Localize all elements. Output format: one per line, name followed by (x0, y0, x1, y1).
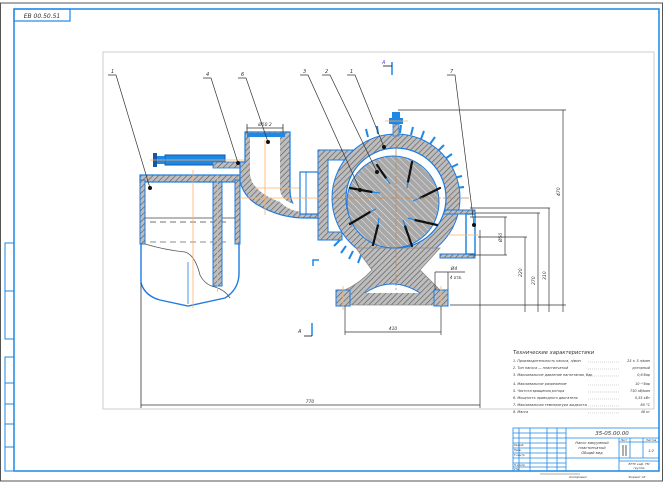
title-block-text: 35-05.00.00 Насос вакуумный пластинчатый… (514, 431, 657, 479)
tech-spec-value: роторный (631, 366, 650, 370)
tech-spec-label: 7. Максимальная температура жидкости (513, 403, 588, 407)
callout-2: 2 (325, 69, 328, 75)
callout-1: 1 (111, 69, 114, 75)
tech-spec-value: 60 °С (641, 403, 651, 407)
corner-mark (312, 259, 319, 266)
dim-height-2: 270 (531, 276, 537, 285)
tech-spec-label: 5. Частота вращения ротора (513, 389, 564, 393)
tech-spec-label: 4. Максимальное разрежение (513, 382, 567, 386)
dimension-texts: 470 310 270 220 Ø50 410 Ø4 4 отв. 770 (306, 187, 562, 405)
drawing-name-1: Насос вакуумный (575, 441, 609, 445)
row-tcontrol: Т.контр. (514, 453, 525, 457)
section-marker-top: А (381, 60, 393, 75)
title-block (512, 427, 660, 475)
tech-spec-label: 6. Мощность приводного двигателя (513, 396, 578, 400)
sheets-label: Листов (645, 438, 657, 442)
org-line-1: ВГТУ каф. ТМ (629, 462, 650, 466)
org-line-2: группа (633, 466, 644, 470)
row-checked: Пров. (514, 448, 522, 452)
tech-spec-value: 0,6 бар (637, 373, 650, 377)
view-area (102, 51, 655, 410)
inlet-elbow: Ø50 2 (239, 121, 321, 219)
callout-6: 6 (241, 72, 244, 78)
dim-height-total: 470 (556, 187, 562, 196)
tech-spec-value: 48 кг (641, 410, 650, 414)
scale: 1:2 (648, 449, 654, 453)
tech-spec-value: 0,55 кВт (635, 396, 651, 400)
stamp-box: ЕВ 00.50.51 (13, 8, 71, 22)
callout-dots (148, 140, 476, 227)
dimension-lines (141, 109, 566, 408)
dim-outlet-height: Ø50 (497, 233, 504, 243)
tech-spec-value: 25 ± 5 л/мин (627, 359, 651, 363)
tech-spec-title: Технические характеристики (513, 350, 595, 356)
section-label-top: А (381, 60, 386, 66)
dim-hole-count: 4 отв. (450, 275, 462, 280)
drawing-name-2: пластинчатый (578, 446, 606, 450)
tech-spec-value: 10⁻³ бар (635, 382, 650, 386)
dim-flange-width: Ø50 2 (257, 121, 272, 128)
drawing-frame (13, 8, 660, 472)
tech-spec-label: 1. Производительность насоса, л/мин (513, 359, 582, 363)
pump-body (240, 112, 478, 310)
callout-7: 7 (450, 69, 454, 75)
left-margin-boxes (4, 242, 15, 472)
callout-3: 3 (303, 69, 306, 75)
callout-leaders (108, 74, 475, 226)
stamp-code: ЕВ 00.50.51 (24, 13, 61, 20)
dim-height-3: 310 (542, 271, 548, 280)
section-label-bottom: А (297, 329, 302, 335)
dim-height-1: 220 (518, 268, 524, 277)
callout-numbers: 1 4 6 3 2 1 7 (111, 69, 454, 78)
tech-spec-label: 3. Максимальное давление нагнетания, бар (513, 373, 592, 377)
row-ncontrol: Н.контр. (514, 463, 526, 467)
tech-spec-label: 8. Масса (513, 410, 528, 414)
sheet-label: Лист (619, 438, 627, 442)
dim-base-width: 410 (389, 326, 398, 332)
tech-spec: Технические характеристики 1. Производит… (513, 350, 651, 414)
format-label: Формат А3 (628, 475, 645, 479)
copied-label: Копировал (569, 475, 586, 479)
section-marker-bottom: А (297, 323, 313, 337)
callout-1b: 1 (350, 69, 353, 75)
dim-hole: Ø4 (450, 265, 458, 272)
row-developer: Разраб. (514, 443, 524, 447)
designation: 35-05.00.00 (595, 431, 629, 437)
row-approved: Утв. (514, 467, 520, 471)
callout-4: 4 (206, 72, 209, 78)
separator-tank (139, 153, 250, 408)
drawing-name-3: Общий вид (581, 451, 603, 455)
dim-overall-width: 770 (306, 399, 315, 405)
tech-spec-label: 2. Тип насоса — пластинчатый (513, 366, 569, 370)
tech-spec-value: 750 об/мин (630, 389, 651, 393)
